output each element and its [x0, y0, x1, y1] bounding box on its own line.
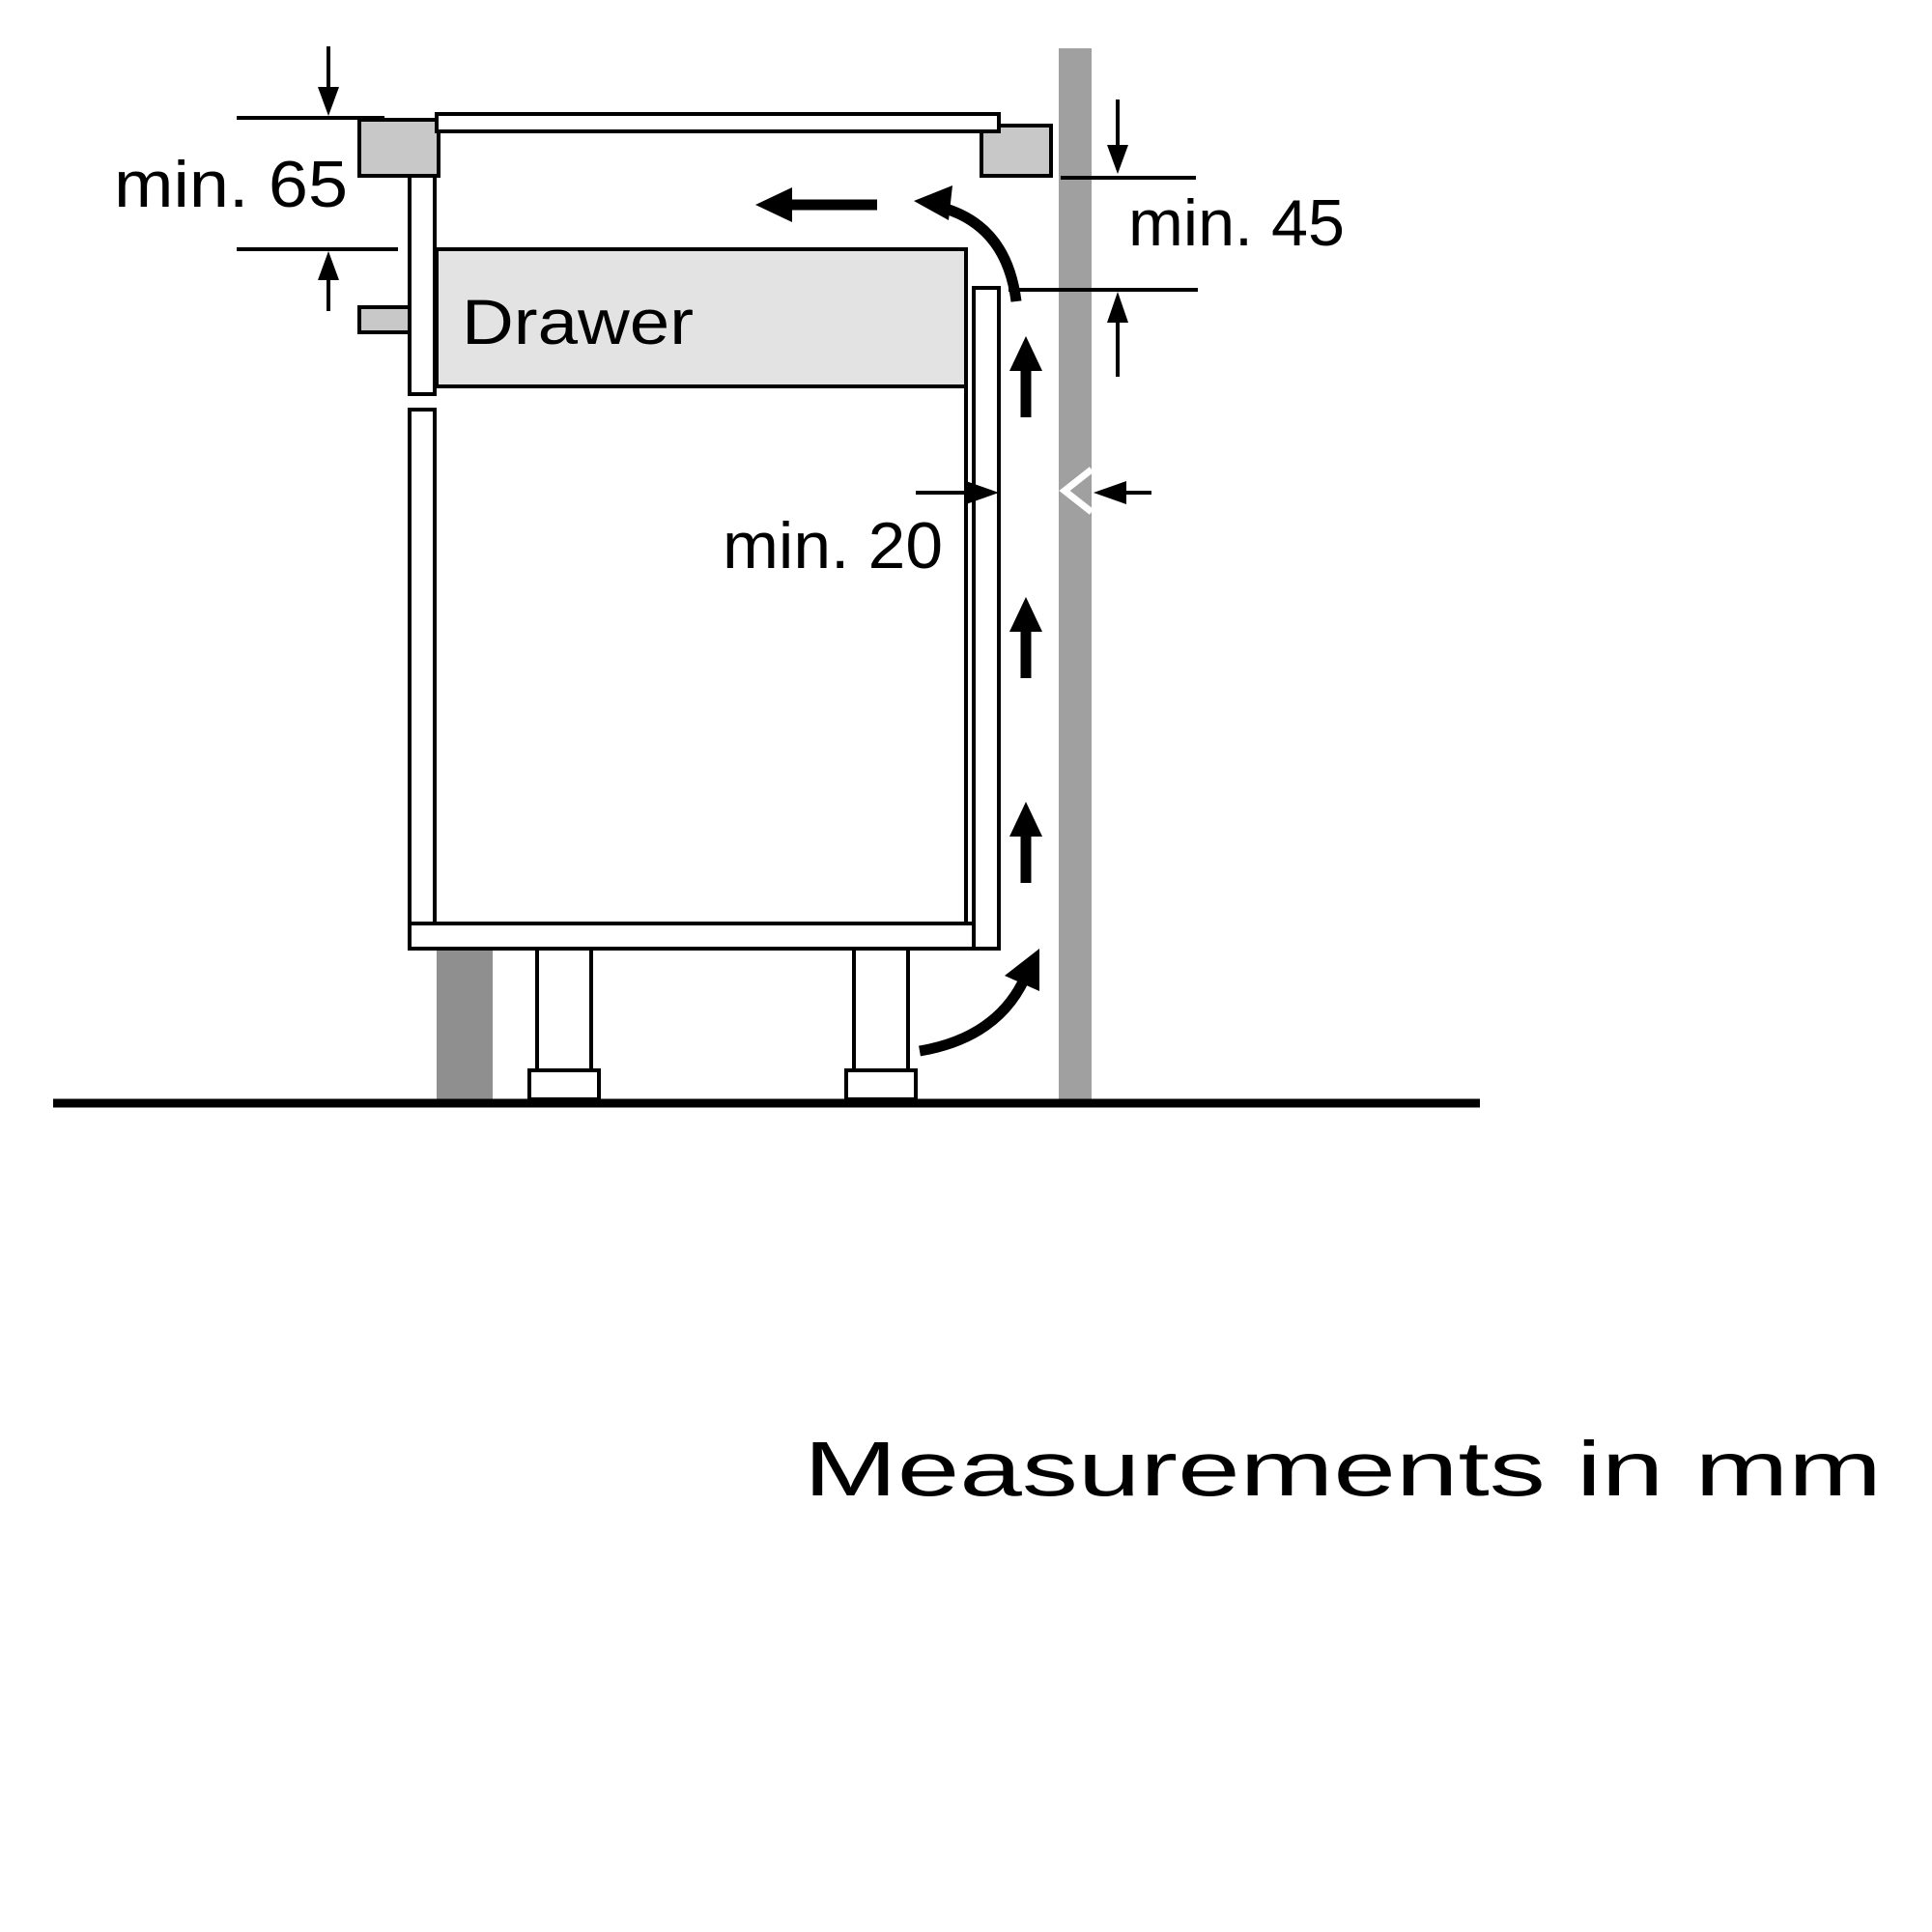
cabinet-leg [535, 947, 593, 1072]
drawer-label: Drawer [462, 286, 694, 357]
hob-connection-box [357, 305, 412, 334]
cabinet-bottom-panel [408, 922, 1001, 951]
min20-arrow-right-icon [966, 481, 999, 504]
wall [1059, 48, 1092, 1103]
min45-arrow-up-icon [1107, 292, 1128, 323]
plinth [437, 949, 493, 1101]
min65-label: min. 65 [114, 148, 348, 221]
airflow-curve-top-head-icon [914, 185, 952, 220]
airflow-curve-bottom [919, 973, 1032, 1057]
airflow-curve-top [937, 201, 1022, 302]
worktop-right-block [980, 124, 1053, 178]
min65-arrow-down-icon [318, 87, 339, 116]
min45-arrow-down-icon [1107, 145, 1128, 174]
wall-break-mark [1059, 467, 1094, 515]
airflow-up-arrow-icon [1009, 802, 1042, 837]
worktop-left-block [357, 118, 440, 178]
min20-arrow-left-icon [1094, 481, 1126, 504]
cabinet-leg-foot [527, 1068, 601, 1101]
cabinet-back-panel [972, 286, 1001, 951]
airflow-left-arrow-icon [755, 187, 792, 222]
cabinet-leg [852, 947, 910, 1072]
drawer-box [435, 247, 968, 388]
airflow-curve-bottom-head-icon [1005, 949, 1039, 991]
min45-label: min. 45 [1128, 186, 1345, 260]
hob-glass [435, 112, 1001, 133]
airflow-up-arrow-icon [1009, 336, 1042, 371]
airflow-up-arrow-icon [1009, 597, 1042, 632]
min20-label: min. 20 [723, 509, 943, 582]
measurements-note: Measurements in mm [804, 1426, 1882, 1512]
cabinet-left-panel [408, 408, 437, 951]
min65-arrow-up-icon [318, 251, 339, 280]
cabinet-leg-foot [844, 1068, 918, 1101]
